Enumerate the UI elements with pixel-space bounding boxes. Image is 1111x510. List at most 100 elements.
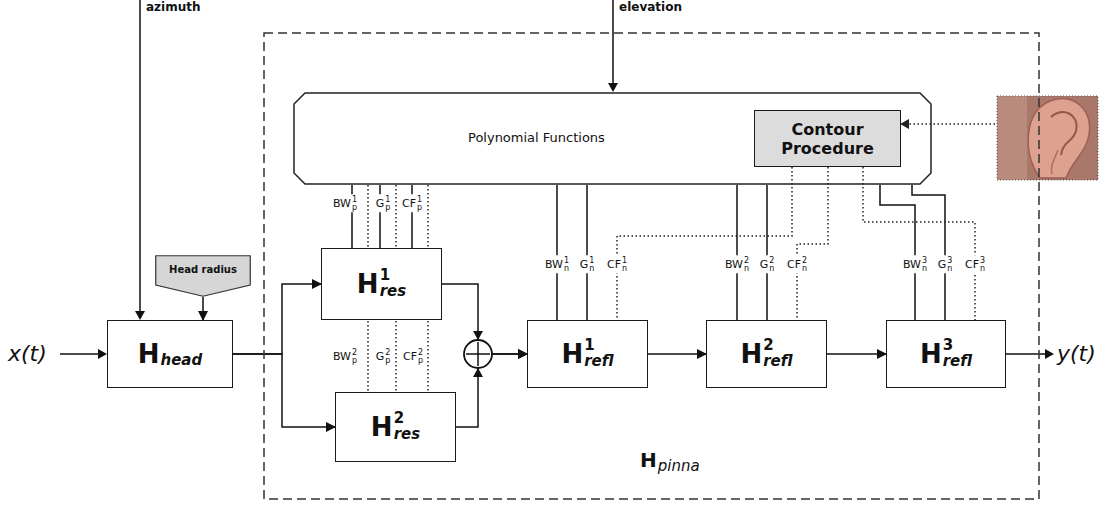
text-wrap: Polynomial Functions: [468, 130, 605, 146]
index-stack: 2p: [352, 349, 357, 365]
head-filter-box: Hhead: [107, 320, 233, 388]
parameter-index: 1: [417, 196, 422, 204]
resonance-filter-box: H2res: [335, 392, 456, 462]
symbol-subscript: res: [394, 427, 421, 443]
parameter-index: 3: [980, 257, 985, 265]
index-stack: 1res: [380, 268, 407, 300]
symbol: H1refl: [561, 338, 613, 370]
dashed-outline: [264, 33, 1039, 499]
parameter-type: n: [922, 265, 927, 273]
callout-text: Head radius: [169, 263, 237, 276]
node-outline: [155, 255, 251, 297]
parameter-symbol: CF2n: [786, 255, 808, 273]
parameter-symbol: BW2p: [332, 347, 358, 365]
symbol: BW1p: [333, 196, 357, 212]
index-stack: 1n: [589, 257, 594, 273]
symbol-subscript: res: [380, 284, 407, 300]
index-stack: 1refl: [584, 338, 613, 370]
parameter-type: n: [744, 265, 749, 273]
input-parameter-name: elevation: [619, 0, 682, 15]
parameter-index: 1: [622, 257, 627, 265]
index-stack: 1n: [622, 257, 627, 273]
parameter-symbol: G1n: [579, 255, 596, 273]
parameter-type: n: [769, 265, 774, 273]
parameter-symbol: G2p: [375, 347, 392, 365]
symbol-base: H: [740, 341, 762, 367]
connector: [912, 185, 945, 320]
symbol: G1n: [580, 257, 595, 273]
parameter-name: BW: [725, 259, 743, 270]
symbol: BW3n: [903, 257, 927, 273]
contour-procedure-box: Contour Procedure: [754, 110, 901, 167]
connector: [556, 185, 558, 320]
index-stack: 1p: [385, 196, 390, 212]
parameter-name: BW: [545, 259, 563, 270]
region-title: Hpinna: [640, 450, 700, 471]
parameter-name: CF: [607, 259, 621, 270]
parameter-name: G: [376, 351, 385, 362]
input-arrow: [60, 349, 107, 359]
input-parameter-name: azimuth: [146, 0, 201, 15]
index-stack: 2n: [769, 257, 774, 273]
connector: [202, 297, 204, 320]
symbol-base: H: [920, 341, 942, 367]
index-stack: 2p: [418, 349, 423, 365]
parameter-symbol: G3n: [937, 255, 954, 273]
index-stack: 3n: [947, 257, 952, 273]
signal-name: x(t): [8, 340, 47, 368]
parameter-type: p: [418, 357, 423, 365]
parameter-index: 2: [352, 349, 357, 357]
parameter-type: n: [589, 265, 594, 273]
symbol-base: H: [561, 341, 583, 367]
symbol: CF1p: [402, 196, 422, 212]
parameter-type: p: [352, 357, 357, 365]
parameter-type: p: [352, 204, 357, 212]
symbol: Hhead: [138, 341, 202, 367]
index-stack: 3n: [980, 257, 985, 273]
connector: [648, 353, 706, 355]
symbol-superscript: 3: [943, 338, 972, 354]
connector: [766, 185, 768, 320]
reflection-filter-box: H1refl: [527, 320, 648, 388]
symbol-superscript: 1: [380, 268, 407, 284]
parameter-name: CF: [403, 351, 417, 362]
parameter-name: BW: [333, 198, 351, 209]
parameter-name: CF: [965, 259, 979, 270]
parameter-index: 3: [947, 257, 952, 265]
connector: [586, 185, 588, 320]
connector: [880, 185, 915, 320]
index-stack: 1p: [417, 196, 422, 212]
parameter-symbol: CF1p: [401, 194, 423, 212]
parameter-index: 2: [744, 257, 749, 265]
parameter-symbol: CF3n: [964, 255, 986, 273]
parameter-index: 2: [418, 349, 423, 357]
symbol: BW1n: [545, 257, 569, 273]
dotted-parameter-line: [617, 167, 792, 320]
symbol: CF1n: [607, 257, 627, 273]
elevation-arrow: [608, 0, 618, 92]
parameter-symbol: G2n: [759, 255, 776, 273]
parameter-symbol: G1p: [375, 194, 392, 212]
connector: [233, 354, 335, 427]
parameter-type: p: [385, 357, 390, 365]
parameter-name: G: [938, 259, 947, 270]
index-stack: 3n: [922, 257, 927, 273]
parameter-symbol: BW1n: [544, 255, 570, 273]
parameter-name: G: [580, 259, 589, 270]
parameter-name: CF: [787, 259, 801, 270]
text-wrap: Head radius: [169, 263, 237, 276]
index-stack: 2res: [394, 411, 421, 443]
index-stack: 1p: [352, 196, 357, 212]
symbol-superscript: 1: [584, 338, 613, 354]
parameter-index: 2: [385, 349, 390, 357]
chamfered-outline: [294, 93, 931, 184]
connector: [736, 185, 738, 320]
block-title: Polynomial Functions: [468, 130, 605, 146]
parameter-index: 3: [922, 257, 927, 265]
symbol: H1res: [357, 268, 406, 300]
parameter-index: 1: [385, 196, 390, 204]
index-stack: 2p: [385, 349, 390, 365]
parameter-name: G: [760, 259, 769, 270]
box-title: Contour Procedure: [764, 120, 891, 158]
